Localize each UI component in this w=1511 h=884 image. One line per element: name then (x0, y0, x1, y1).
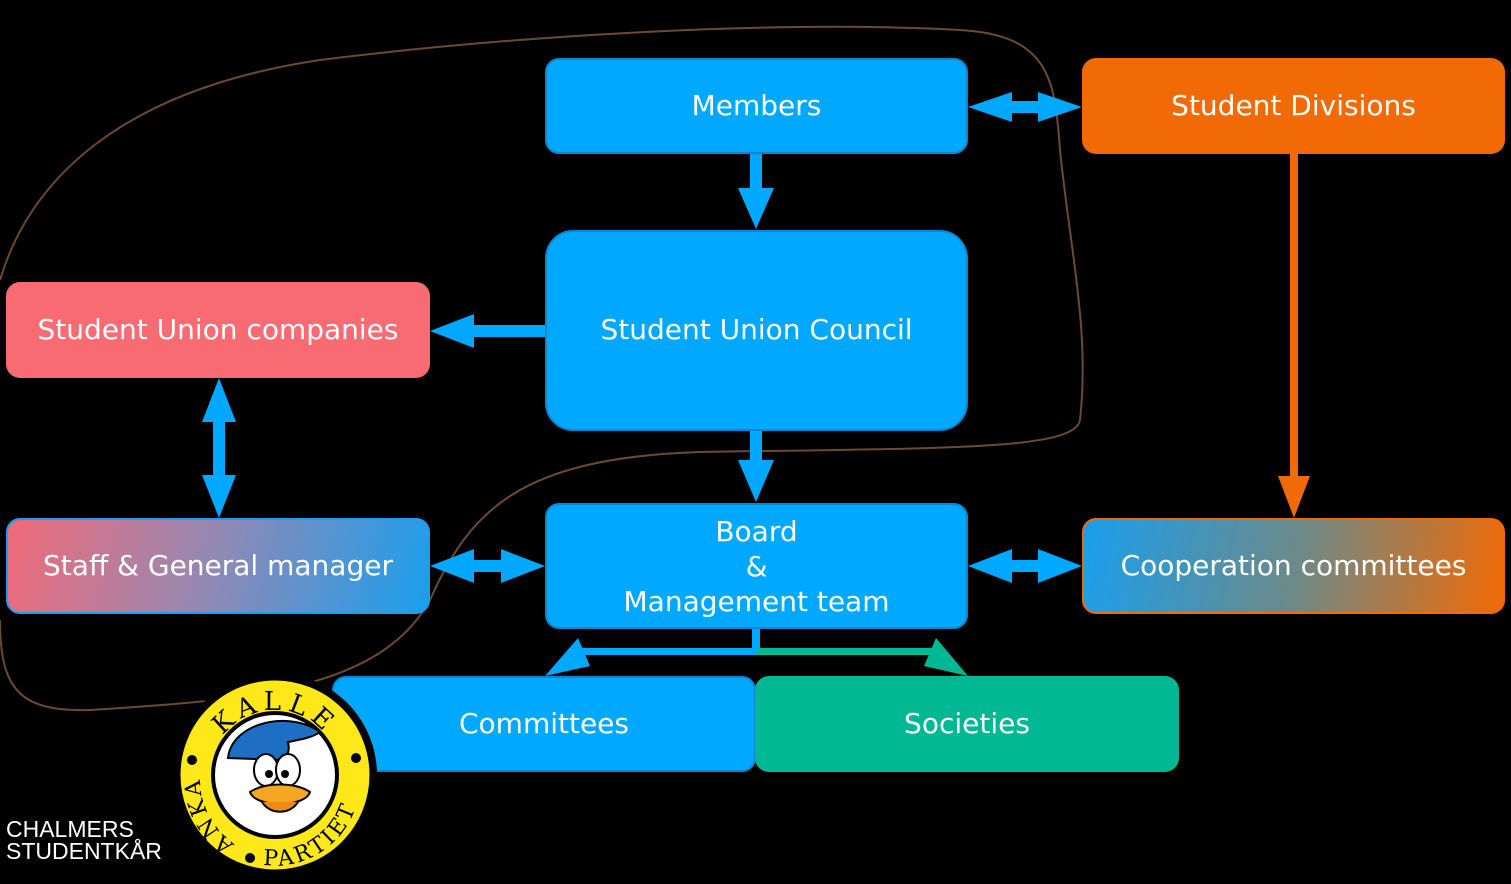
members-label: Members (691, 88, 822, 122)
org-line-2: STUDENTKÅR (6, 838, 162, 864)
chalmers-studentkar-wordmark: CHALMERS STUDENTKÅR (6, 816, 162, 864)
student-union-companies-box: Student Union companies (6, 282, 430, 378)
staff-general-manager-label: Staff & General manager (43, 548, 393, 582)
cooperation-committees-box: Cooperation committees (1082, 518, 1505, 614)
members-box: Members (545, 58, 968, 154)
student-divisions-label: Student Divisions (1171, 88, 1416, 122)
arrow-board-societies (758, 638, 968, 676)
arrow-board-cooperation (968, 549, 1082, 583)
cooperation-committees-label: Cooperation committees (1120, 548, 1467, 582)
student-union-council-label: Student Union Council (600, 313, 913, 347)
committees-label: Committees (458, 706, 629, 740)
student-union-council-box: Student Union Council (545, 230, 968, 431)
arrow-members-council (738, 153, 774, 229)
arrow-members-divisions (968, 92, 1082, 122)
societies-box: Societies (755, 676, 1179, 772)
org-line-1: CHALMERS (6, 816, 134, 842)
societies-label: Societies (904, 706, 1030, 740)
committees-box: Committees (332, 676, 756, 772)
arrow-divisions-cooperation (1278, 153, 1310, 518)
arrow-staff-board (430, 549, 545, 583)
management-team-label: Management team (623, 584, 890, 618)
arrow-council-companies (430, 314, 546, 348)
staff-general-manager-box: Staff & General manager (6, 518, 430, 614)
arrow-council-board (738, 430, 774, 502)
outline-scribble (0, 25, 1084, 712)
board-management-box: Board & Management team (545, 503, 968, 629)
student-divisions-box: Student Divisions (1082, 58, 1505, 154)
student-union-companies-label: Student Union companies (37, 312, 399, 346)
arrow-companies-staff (202, 378, 236, 518)
kalle-anka-partiet-logo: KALLE ANKA PARTIET (170, 670, 380, 880)
board-label: Board (715, 514, 798, 548)
arrow-board-committees (545, 628, 760, 676)
board-ampersand: & (745, 549, 768, 583)
